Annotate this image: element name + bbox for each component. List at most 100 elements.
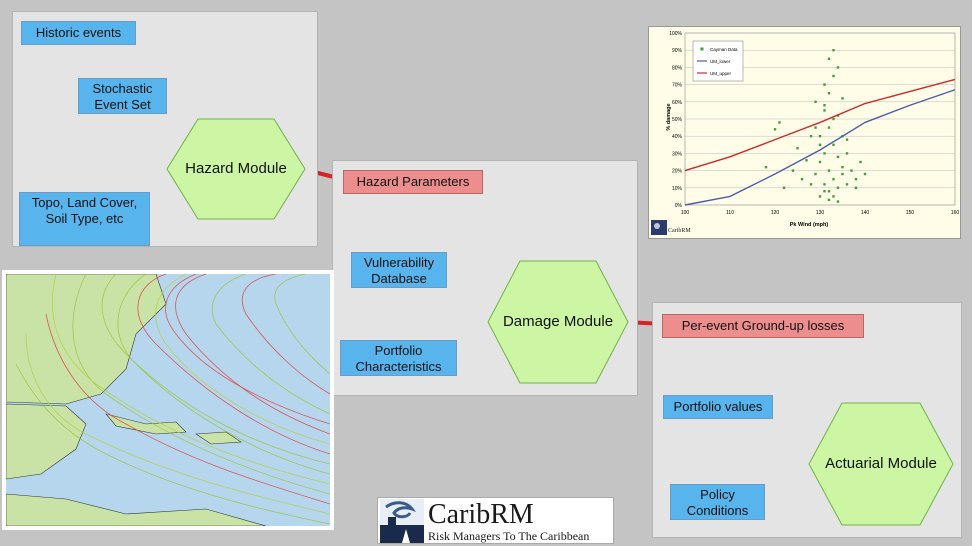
historic-events-box: Historic events (21, 21, 136, 45)
chart-y-tick-label: 20% (672, 169, 683, 175)
portfolio-values-box: Portfolio values (663, 395, 773, 419)
chart-legend-swatch (700, 47, 704, 51)
per-event-losses-box: Per-event Ground-up losses (662, 314, 864, 338)
chart-point (845, 138, 849, 141)
chart-y-tick-label: 70% (672, 83, 683, 89)
chart-point (778, 121, 781, 124)
chart-x-tick-label: 110 (726, 210, 734, 216)
chart-point (854, 178, 858, 181)
chart-point (827, 57, 831, 60)
storm-tracks-map-graphic (6, 274, 330, 526)
chart-point (809, 135, 813, 138)
actuarial-module-hexagon (808, 402, 954, 526)
storm-track-lines (15, 274, 330, 525)
chart-legend-label: Cayman Data (710, 47, 738, 52)
chart-point (823, 83, 826, 86)
chart-point (818, 160, 822, 164)
chart-series-line (684, 89, 956, 206)
chart-y-tick-label: 100% (669, 31, 682, 37)
chart-y-tick-label: 40% (672, 134, 683, 140)
chart-x-tick-label: 150 (906, 210, 915, 216)
chart-point (800, 178, 804, 181)
chart-y-tick-label: 60% (672, 100, 683, 106)
stochastic-event-set-box: Stochastic Event Set (78, 78, 167, 114)
chart-point (832, 117, 835, 121)
chart-point (827, 126, 831, 129)
chart-point (814, 100, 817, 103)
chart-point (823, 152, 826, 155)
chart-point (845, 152, 849, 155)
chart-x-tick-label: 120 (771, 210, 780, 216)
chart-series-line (684, 78, 956, 172)
chart-point (836, 155, 840, 159)
chart-point (809, 183, 813, 186)
chart-point (836, 186, 840, 189)
chart-point (827, 92, 831, 95)
chart-x-axis-label: Pk Wind (mph) (790, 222, 829, 228)
chart-point (782, 186, 786, 189)
chart-point (814, 172, 817, 176)
chart-point (791, 169, 795, 172)
policy-conditions-box: Policy Conditions (670, 484, 765, 520)
logo-tagline: Risk Managers To The Caribbean (428, 529, 590, 543)
chart-y-tick-label: 90% (672, 48, 683, 54)
damage-module-hexagon (487, 260, 629, 384)
damage-curve-chart: 0% 10% 20% 30% 40% 50% 60% 70% 80% 90% 100% 100 110 1… (648, 26, 961, 239)
chart-point (832, 74, 835, 78)
chart-point (832, 143, 835, 146)
chart-point (823, 109, 826, 112)
hazard-module-hexagon (166, 118, 306, 220)
chart-point (836, 66, 840, 69)
chart-point (823, 104, 826, 107)
chart-point (818, 143, 822, 146)
hazard-parameters-box: Hazard Parameters (343, 170, 483, 194)
chart-point (827, 190, 831, 193)
chart-legend-label: UM_lower (710, 59, 731, 64)
caribrm-logo-icon (380, 499, 424, 543)
topo-landcover-box: Topo, Land Cover, Soil Type, etc (19, 192, 150, 246)
chart-point (827, 198, 831, 202)
vulnerability-database-box: Vulnerability Database (351, 252, 447, 288)
chart-point (818, 195, 822, 198)
chart-point (805, 159, 808, 162)
chart-point (764, 165, 768, 169)
storm-tracks-map (5, 273, 331, 527)
chart-point (836, 200, 840, 203)
chart-point (832, 195, 835, 198)
chart-point (773, 128, 777, 131)
chart-point (859, 160, 862, 164)
chart-y-tick-label: 10% (672, 186, 683, 192)
chart-logo: CaribRM (651, 220, 691, 235)
chart-point (796, 147, 799, 150)
chart-y-tick-label: 0% (675, 203, 683, 209)
chart-point (818, 135, 822, 138)
chart-x-tick-label: 160 (951, 210, 960, 216)
chart-point (850, 169, 853, 172)
chart-legend-label: UM_upper (710, 71, 732, 76)
chart-point (832, 49, 835, 52)
chart-point (863, 172, 867, 176)
chart-point (841, 172, 844, 176)
chart-point (832, 178, 835, 181)
chart-point (845, 183, 849, 186)
chart-point (814, 126, 817, 129)
chart-point (823, 190, 826, 193)
chart-y-tick-label: 80% (672, 65, 683, 71)
caribrm-logo: CaribRM Risk Managers To The Caribbean (377, 497, 614, 544)
chart-x-tick-label: 100 (681, 210, 690, 216)
chart-point (823, 183, 826, 186)
chart-logo-text: CaribRM (668, 228, 691, 234)
logo-brand-text: CaribRM (428, 499, 534, 530)
portfolio-characteristics-box: Portfolio Characteristics (340, 340, 457, 376)
chart-point (854, 186, 858, 189)
chart-point (827, 169, 831, 172)
chart-y-tick-label: 50% (672, 117, 683, 123)
chart-y-axis-label: % damage (666, 103, 672, 130)
chart-point (841, 97, 844, 100)
chart-x-tick-label: 130 (816, 210, 825, 216)
chart-point (841, 165, 844, 169)
chart-y-tick-label: 30% (672, 151, 683, 157)
chart-x-tick-label: 140 (861, 210, 870, 216)
damage-curve-chart-svg: 0% 10% 20% 30% 40% 50% 60% 70% 80% 90% 100% 100 110 1… (651, 31, 960, 235)
